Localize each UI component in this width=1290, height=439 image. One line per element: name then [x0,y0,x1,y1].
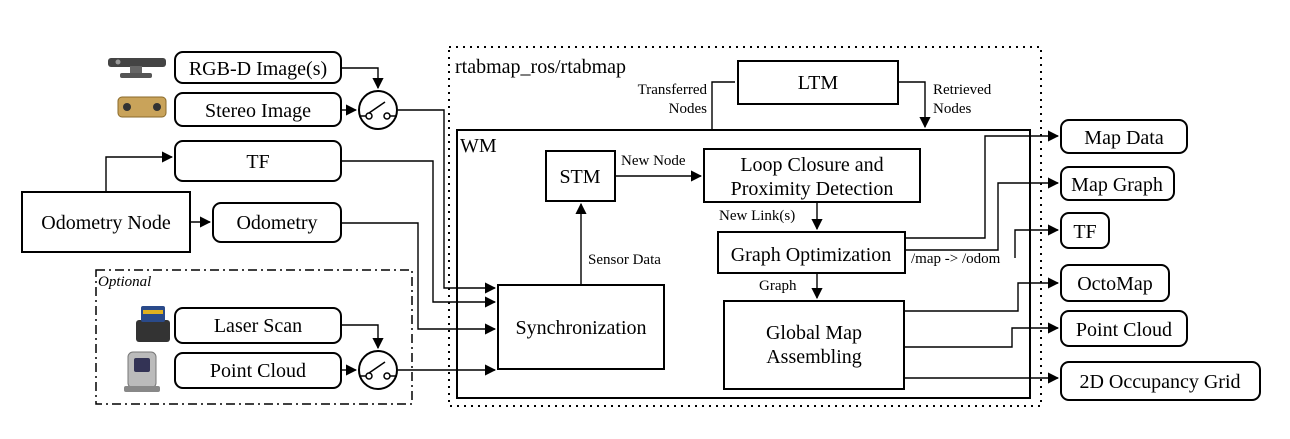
rtabmap-node-boundary [448,46,1042,407]
occupancy-grid-label: 2D Occupancy Grid [1079,371,1240,393]
wm-box [456,129,1031,399]
new-node-label: New Node [621,153,686,169]
stereo-camera-icon [117,96,167,118]
rgbd-camera-icon [108,58,166,78]
point-cloud-input-label: Point Cloud [210,360,306,382]
odometry-node-label: Odometry Node [41,212,171,234]
point-cloud-output-box: Point Cloud [1060,310,1188,347]
optional-group [95,269,413,405]
tf-input-label: TF [246,151,269,173]
odometry-node-box: Odometry Node [21,191,191,253]
ltm-label: LTM [798,72,839,94]
assembling-label: Assembling [766,346,862,368]
loop-closure-box: Loop Closure and Proximity Detection [703,148,921,203]
octomap-label: OctoMap [1077,273,1153,295]
map-data-box: Map Data [1060,119,1188,154]
tf-input-box: TF [174,140,342,182]
retrieved-label: Retrieved [933,82,992,98]
laser-scan-label: Laser Scan [214,315,302,337]
odometry-label: Odometry [236,212,317,234]
loop-closure-label: Loop Closure and [740,154,883,176]
octomap-box: OctoMap [1060,264,1170,302]
transferred-label: Transferred [638,82,708,98]
map-graph-box: Map Graph [1060,166,1175,201]
proximity-detection-label: Proximity Detection [731,178,894,200]
optional-label: Optional [98,274,151,290]
map-odom-label: /map -> /odom [911,251,1001,267]
graph-optimization-label: Graph Optimization [731,244,892,266]
graph-optimization-box: Graph Optimization [717,231,906,274]
switch-icon [358,350,398,390]
connectors [105,67,1060,384]
stm-box: STM [545,150,616,202]
retrieved-nodes-label: Nodes [933,101,971,117]
tf-output-box: TF [1060,212,1110,249]
stereo-image-label: Stereo Image [205,100,311,122]
map-graph-label: Map Graph [1071,174,1163,196]
rgbd-image-box: RGB-D Image(s) [174,51,342,84]
point-cloud-input-box: Point Cloud [174,352,342,389]
ltm-box: LTM [737,60,899,105]
laser-scan-box: Laser Scan [174,307,342,344]
global-map-assembling-box: Global Map Assembling [723,300,905,390]
sensor-data-label: Sensor Data [588,252,661,268]
map-data-label: Map Data [1084,127,1164,149]
tf-output-label: TF [1073,221,1096,243]
wm-label: WM [460,135,497,157]
stm-label: STM [559,166,600,188]
lidar-icon [136,306,170,342]
occupancy-grid-box: 2D Occupancy Grid [1060,361,1261,401]
rgbd-image-label: RGB-D Image(s) [189,58,327,80]
point-cloud-output-label: Point Cloud [1076,319,1172,341]
stereo-image-box: Stereo Image [174,92,342,127]
depth-sensor-icon [124,351,160,392]
transferred-nodes-label: Nodes [669,101,707,117]
odometry-box: Odometry [212,202,342,243]
graph-label: Graph [759,278,797,294]
synchronization-box: Synchronization [497,284,665,370]
synchronization-label: Synchronization [515,317,646,339]
global-map-label: Global Map [766,322,862,344]
switch-icon [358,90,398,130]
new-links-label: New Link(s) [719,208,795,224]
rtabmap-node-title: rtabmap_ros/rtabmap [455,56,626,78]
